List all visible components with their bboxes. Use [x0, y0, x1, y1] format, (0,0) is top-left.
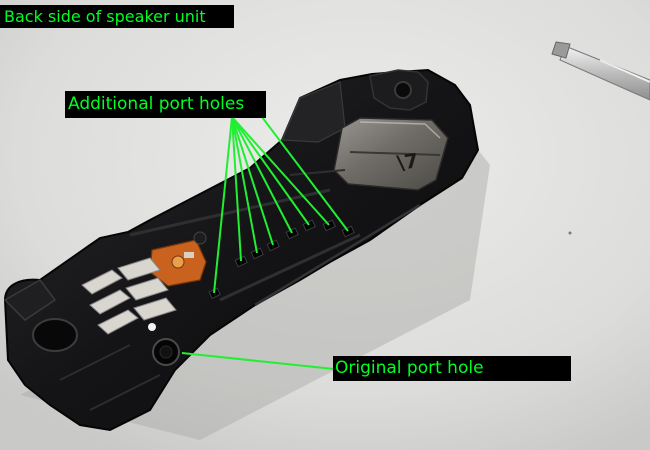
additional-port-pointers	[213, 116, 349, 294]
inner-ridge	[289, 169, 346, 176]
title-label: Back side of speaker unit	[0, 5, 234, 28]
additional-port-slots	[208, 219, 355, 299]
surface-speck	[568, 231, 572, 235]
additional-port-holes-label-text: Additional port holes	[68, 94, 245, 114]
white-marker-dot	[148, 323, 156, 331]
left-bracket	[3, 279, 57, 321]
inner-ridge	[129, 188, 331, 237]
inner-ridge	[254, 203, 421, 307]
top-ridge	[281, 81, 346, 143]
speaker-plate-highlight	[359, 121, 441, 139]
original-port-hole-label-text: Original port hole	[335, 358, 484, 378]
lower-edge-detail	[89, 374, 161, 411]
small-bump	[193, 231, 207, 245]
additional-port-holes-label: Additional port holes	[65, 91, 266, 118]
lower-edge-detail	[59, 344, 131, 381]
original-port-hole-label: Original port hole	[333, 356, 571, 381]
speaker-plate-seam	[349, 151, 441, 156]
contact-pins	[81, 257, 177, 335]
title-label-text: Back side of speaker unit	[4, 7, 206, 26]
speaker-plate-marking: \7	[395, 148, 419, 175]
flex-connector-pad	[171, 255, 185, 269]
flex-connector-pad	[184, 252, 194, 258]
original-port-pointer	[181, 352, 335, 370]
left-mounting-hole	[32, 318, 78, 352]
original-port-hole-inner	[159, 345, 173, 359]
screwdriver-icon	[551, 41, 650, 101]
inner-ridge	[219, 233, 361, 302]
mounting-hole	[394, 81, 412, 99]
